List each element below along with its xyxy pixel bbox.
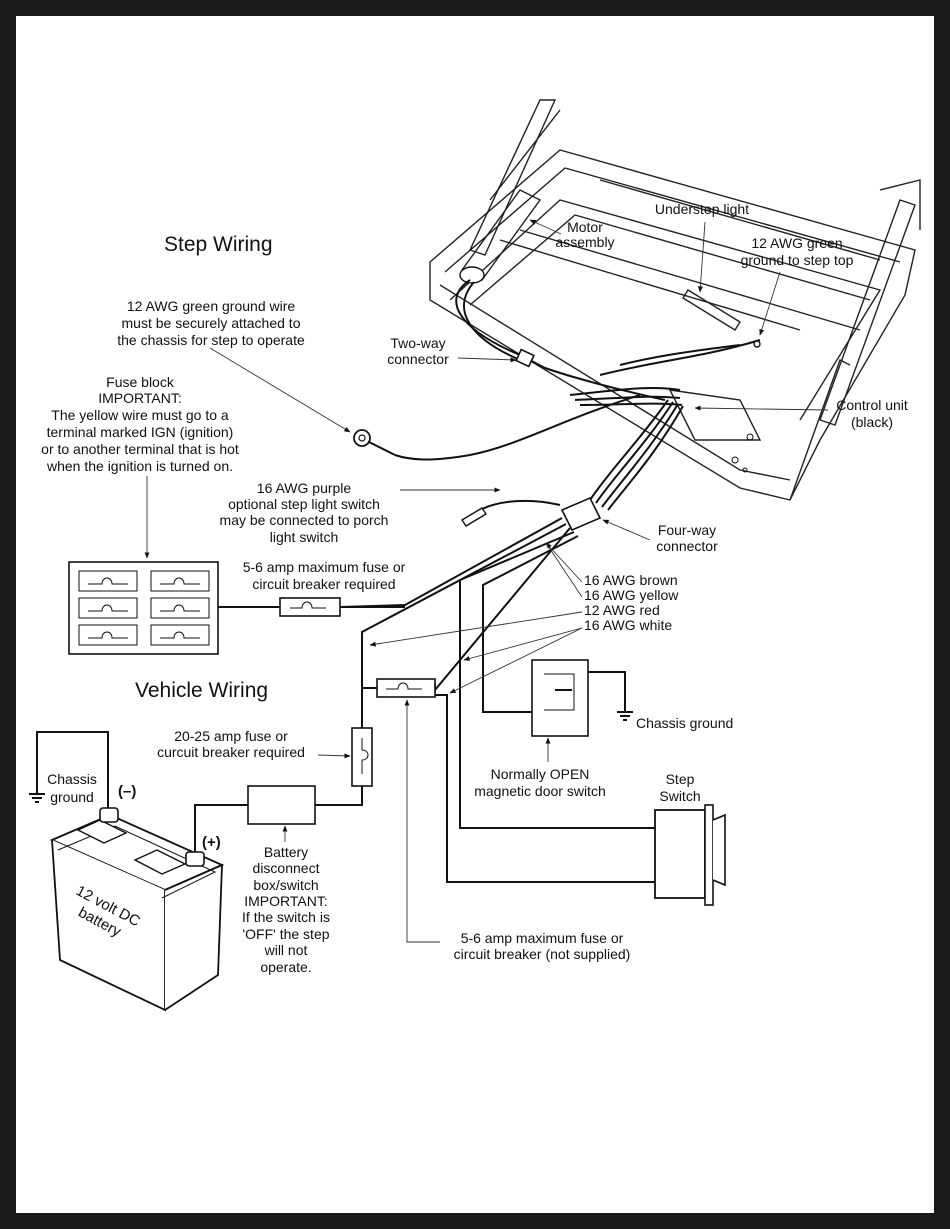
label-fuse-block-0: Fuse block [106,374,175,390]
label-motor-1: assembly [555,234,614,250]
battery-disconnect-box [247,785,316,825]
inline-fuse-5-6 [279,597,405,617]
label-fuse-not-supplied-1: circuit breaker (not supplied) [454,946,631,962]
battery-icon [49,807,225,1012]
label-purple-1: optional step light switch [228,496,380,512]
label-step-switch-1: Switch [659,788,700,804]
purple-wire-end-icon [461,507,487,527]
label-wire-white: 16 AWG white [584,617,672,633]
label-purple-2: may be connected to porch [220,512,389,528]
label-chassis-ground-left-0: Chassis [47,771,97,787]
label-control-unit-1: (black) [851,414,893,430]
inline-fuse-20-25 [351,727,373,787]
chassis-ground-left-icon [29,793,45,803]
label-negative-terminal: (–) [118,783,136,800]
control-unit-icon [668,389,762,441]
label-fuse-block-2: The yellow wire must go to a [51,407,229,423]
step-assembly [429,99,921,501]
fuse-block [68,561,219,655]
chassis-ground-right-icon [617,711,633,721]
label-disconnect-0: Battery [264,844,308,860]
label-fuse-5-6-0: 5-6 amp maximum fuse or [243,559,406,575]
label-ground-wire-2: the chassis for step to operate [117,332,305,348]
motor-icon [459,266,485,284]
inline-fuse-not-supplied [376,678,436,698]
step-switch-icon [654,804,726,906]
label-fuse-20-25-1: curcuit breaker required [157,744,305,760]
understep-light-icon [682,289,741,331]
label-understep: Understep light [655,201,749,217]
label-ground-top-1: ground to step top [741,252,854,268]
label-ground-wire-1: must be securely attached to [122,315,301,331]
label-control-unit-0: Control unit [836,397,908,413]
label-door-switch-1: magnetic door switch [474,783,606,799]
label-purple-0: 16 AWG purple [257,480,352,496]
label-ground-top-0: 12 AWG green [751,235,842,251]
title-vehicle-wiring: Vehicle Wiring [135,679,268,702]
label-disconnect-7: operate. [260,959,311,975]
label-fuse-block-1: IMPORTANT: [98,390,182,406]
label-fuse-not-supplied-0: 5-6 amp maximum fuse or [461,930,624,946]
label-fuse-block-5: when the ignition is turned on. [46,458,233,474]
diagram-labels: Step Wiring Vehicle Wiring Motor assembl… [41,201,908,975]
label-disconnect-1: disconnect [253,860,320,876]
label-door-switch-0: Normally OPEN [491,766,590,782]
label-disconnect-5: 'OFF' the step [242,926,329,942]
two-way-connector-icon [515,348,535,368]
label-purple-3: light switch [270,529,338,545]
label-disconnect-6: will not [264,942,308,958]
label-wire-red: 12 AWG red [584,602,660,618]
label-four-way-0: Four-way [658,522,716,538]
label-fuse-20-25-0: 20-25 amp fuse or [174,728,288,744]
label-two-way-1: connector [387,351,449,367]
label-two-way-0: Two-way [390,335,445,351]
label-positive-terminal: (+) [202,834,221,851]
label-disconnect-3: IMPORTANT: [244,893,328,909]
label-fuse-5-6-1: circuit breaker required [252,576,395,592]
magnetic-door-switch [531,659,589,737]
label-fuse-block-4: or to another terminal that is hot [41,441,239,457]
four-way-connector-icon [560,496,602,532]
leader-lines [144,219,829,943]
label-step-switch-0: Step [666,771,695,787]
label-four-way-1: connector [656,538,718,554]
label-disconnect-4: If the switch is [242,909,330,925]
step-wires [353,279,761,532]
title-step-wiring: Step Wiring [164,233,273,256]
label-fuse-block-3: terminal marked IGN (ignition) [47,424,234,440]
label-ground-wire-0: 12 AWG green ground wire [127,298,296,314]
label-wire-brown: 16 AWG brown [584,572,678,588]
label-motor-0: Motor [567,219,603,235]
label-chassis-ground-right: Chassis ground [636,715,733,731]
label-disconnect-2: box/switch [253,877,318,893]
label-wire-yellow: 16 AWG yellow [584,587,679,603]
label-chassis-ground-left-1: ground [50,789,94,805]
